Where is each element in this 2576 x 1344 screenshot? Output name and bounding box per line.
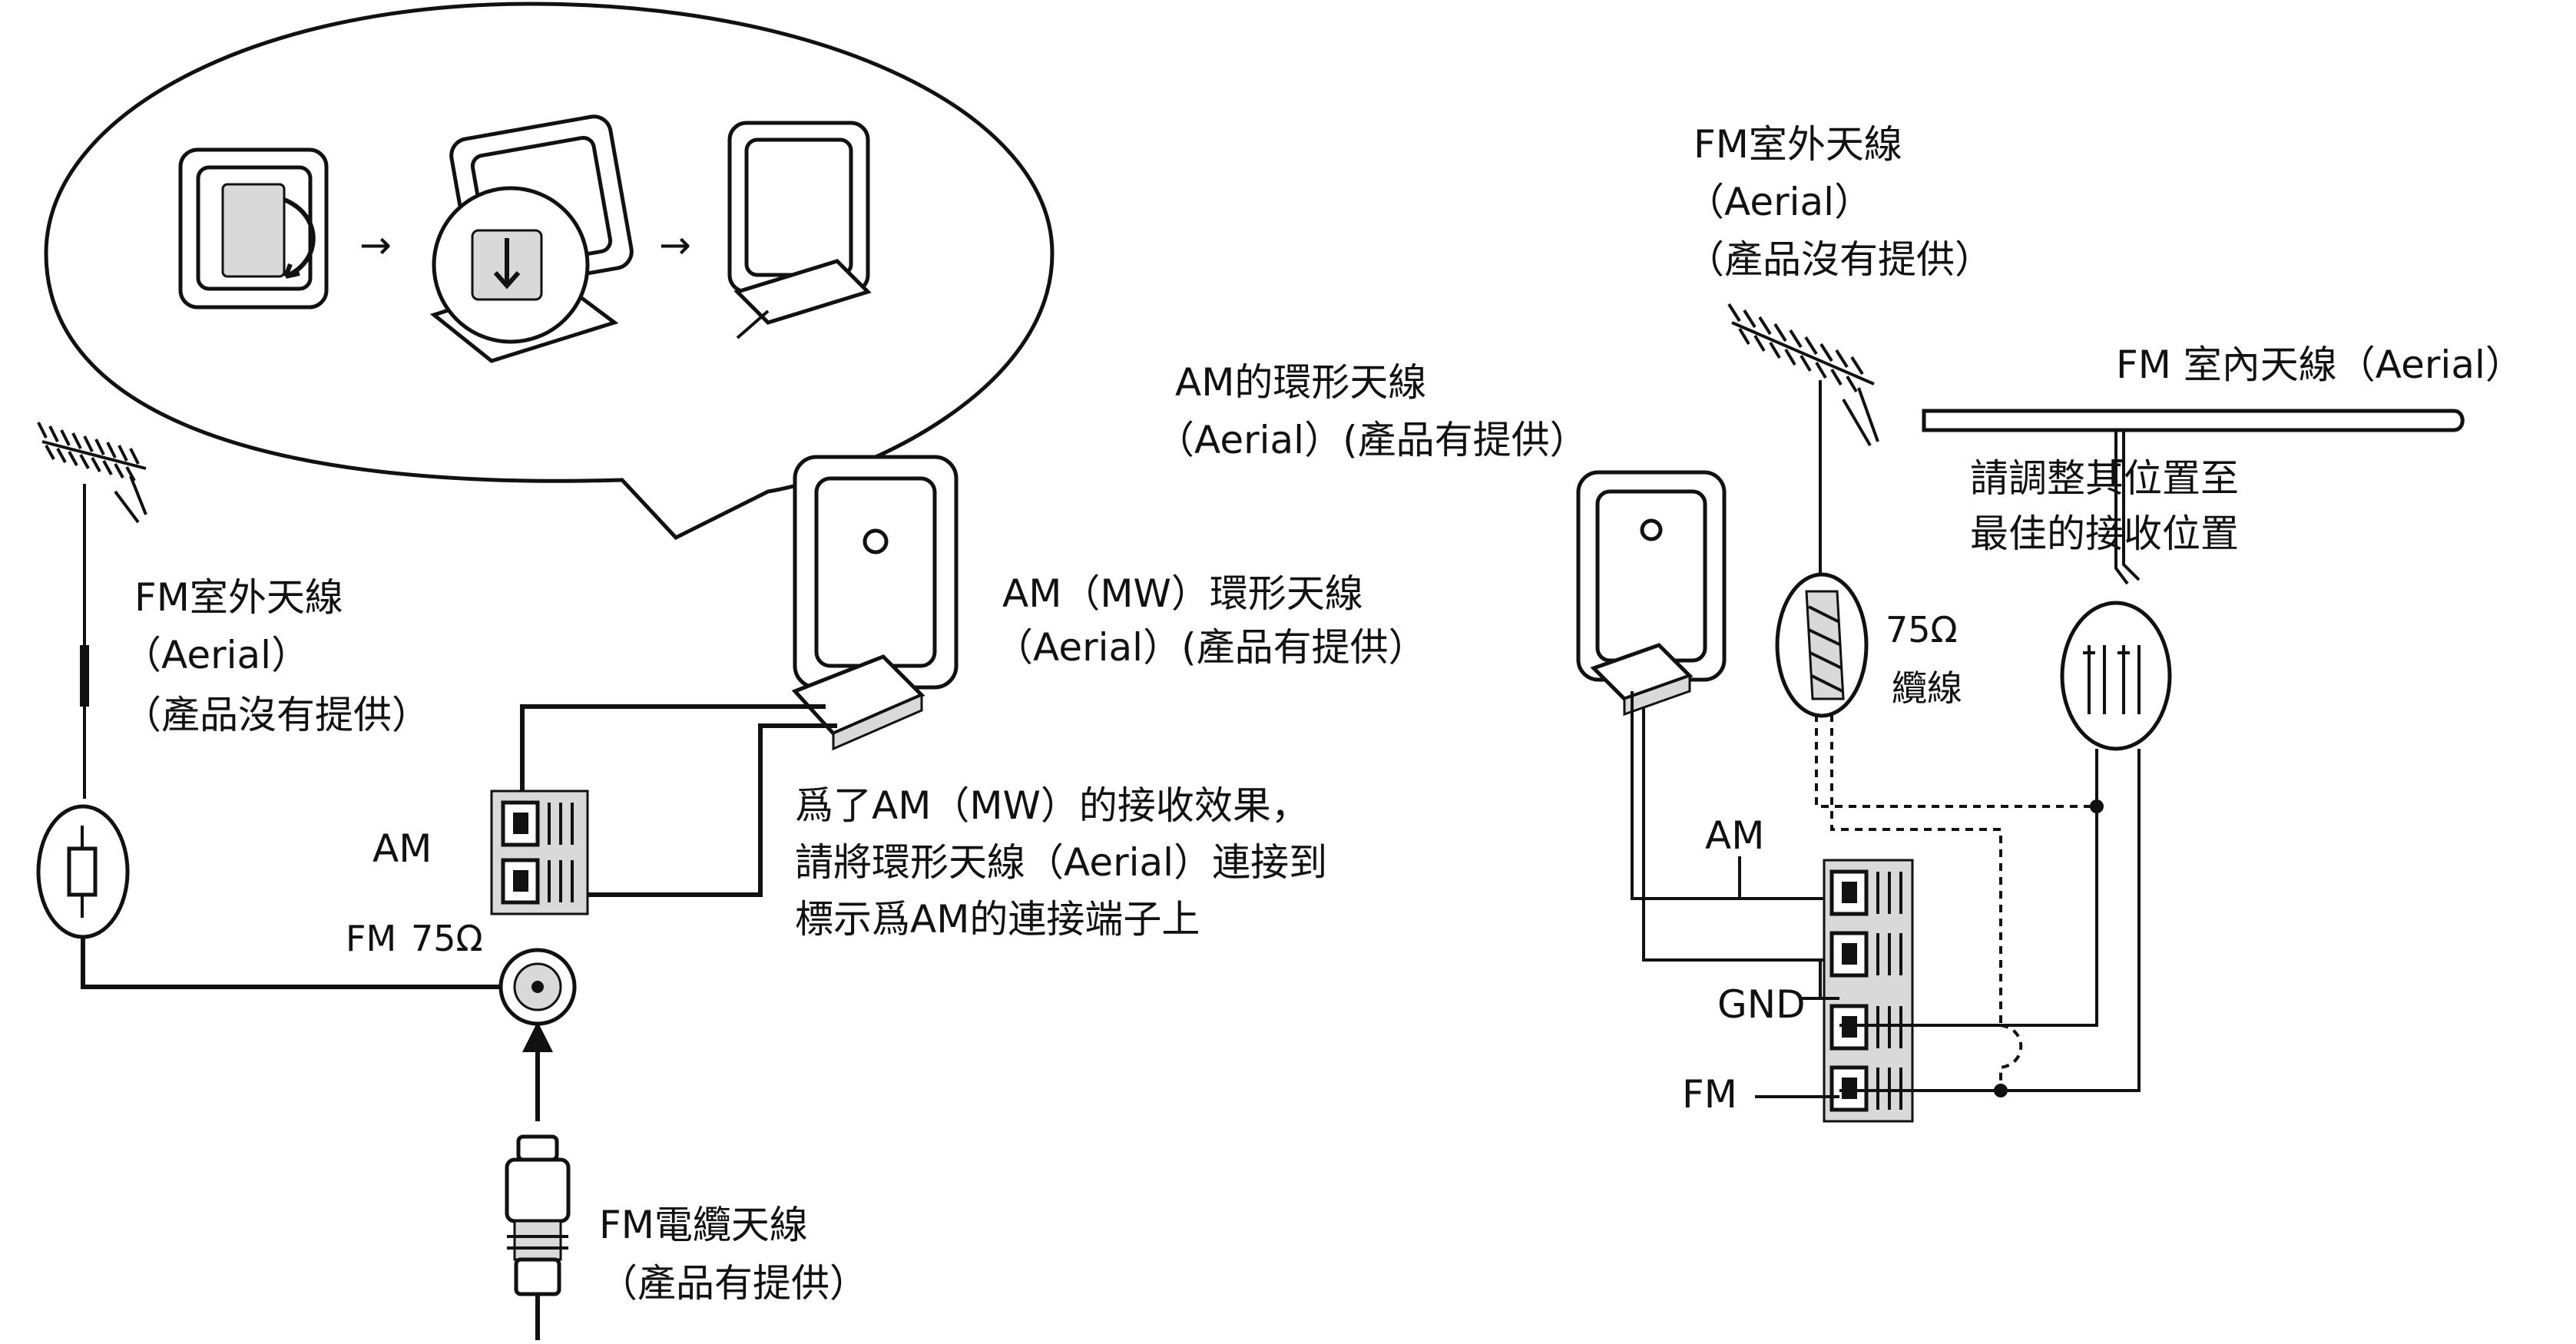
- right-am-loop-note: （Aerial）(產品有提供）: [1156, 418, 1588, 462]
- right-am-wire-a: [1631, 691, 1839, 900]
- left-fm-coax-socket: [498, 948, 577, 1026]
- left-am-wire-a: [520, 704, 826, 829]
- left-am-mw-note: （Aerial）(產品有提供）: [995, 625, 1427, 670]
- right-fm-outdoor-antenna-label: FM室外天線 （Aerial） （產品沒有提供）: [1686, 122, 1993, 282]
- right-terminal-label-gnd: GND: [1717, 982, 1806, 1027]
- assembly-step-folded-antenna: [178, 147, 329, 310]
- left-am-terminal-block: [490, 790, 589, 915]
- assembly-arrow-1: →: [359, 223, 392, 267]
- right-fm-75ohm-cable: [1775, 572, 1869, 718]
- right-terminal-label-am: AM: [1705, 813, 1764, 858]
- assembly-arrow-2: →: [659, 223, 691, 267]
- right-cable-impedance: 75Ω: [1886, 609, 1958, 650]
- left-fm-cable-note: （產品有提供）: [599, 1261, 868, 1306]
- right-am-loop-antenna-label: AM的環形天線 （Aerial）(產品有提供）: [1156, 360, 1588, 462]
- left-fm-outdoor-note: （產品沒有提供）: [123, 693, 430, 737]
- right-am-wire-b: [1642, 707, 1839, 962]
- left-fm-cable-title: FM電纜天線: [599, 1203, 808, 1247]
- right-adjust-note: 請調整其位置至 最佳的接收位置: [1970, 456, 2239, 556]
- left-fm-plug-arrow: [522, 1021, 553, 1121]
- right-am-loop-title: AM的環形天線: [1175, 360, 1426, 405]
- left-am-loop-antenna: [791, 455, 959, 751]
- right-adjust-line-2: 最佳的接收位置: [1970, 511, 2239, 556]
- left-fm-outdoor-aerial: （Aerial）: [123, 633, 310, 677]
- left-instruction-line-3: 標示爲AM的連接端子上: [795, 897, 1200, 942]
- left-fm-terminal-label: FM: [346, 918, 396, 959]
- right-cable-label: 纜線: [1892, 667, 1962, 709]
- right-cable-dashed-wire-2: [1830, 714, 2002, 1025]
- left-fm-impedance: 75Ω: [411, 918, 483, 959]
- right-fm-outdoor-note: （產品沒有提供）: [1686, 237, 1993, 282]
- left-fm-outdoor-title: FM室外天線: [134, 575, 343, 620]
- left-fm-cable-plug: [505, 1134, 571, 1340]
- left-fm-balun: [36, 804, 130, 939]
- left-am-wire-b: [553, 723, 837, 897]
- left-am-loop-antenna-label: AM（MW）環形天線 （Aerial）(產品有提供）: [995, 571, 1427, 670]
- left-instruction-line-2: 請將環形天線（Aerial）連接到: [795, 840, 1327, 885]
- right-fm-outdoor-antenna: [1727, 303, 1879, 584]
- right-fm-indoor-title: FM 室內天線（Aerial）: [2116, 343, 2524, 387]
- right-adjust-line-1: 請調整其位置至: [1970, 456, 2239, 501]
- right-terminal-label-fm: FM: [1682, 1072, 1737, 1117]
- right-gnd-leader: [1801, 960, 1839, 1000]
- assembly-step-unfold-stand: [429, 114, 634, 363]
- right-terminal-block: [1823, 859, 1914, 1123]
- right-am-loop-antenna: [1576, 470, 1727, 717]
- right-junction-2: [1994, 1084, 2008, 1097]
- left-fm-outdoor-antenna: [37, 422, 147, 799]
- right-cable-dashed-wire-1: [1815, 714, 2097, 808]
- left-fm-outdoor-wire: [81, 937, 507, 989]
- left-fm-cable-antenna-label: FM電纜天線 （產品有提供）: [599, 1203, 868, 1306]
- left-fm-outdoor-antenna-label: FM室外天線 （Aerial） （產品沒有提供）: [123, 575, 430, 737]
- right-fm-outdoor-title: FM室外天線: [1694, 122, 1902, 167]
- right-twin-lead-magnifier: [2060, 601, 2172, 751]
- right-fm-indoor-wire-a: [1839, 749, 2098, 1027]
- left-am-mw-title: AM（MW）環形天線: [1002, 571, 1363, 616]
- right-fm-indoor-antenna: [1922, 409, 2465, 585]
- left-am-instruction: 爲了AM（MW）的接收效果， 請將環形天線（Aerial）連接到 標示爲AM的連…: [795, 783, 1327, 942]
- assembly-step-assembled-antenna: [727, 121, 872, 339]
- right-junction-1: [2090, 799, 2104, 813]
- right-dashed-hop: [1999, 1024, 2023, 1091]
- right-fm-indoor-wire-b: [1839, 749, 2141, 1092]
- left-am-terminal-label: AM: [372, 826, 432, 871]
- left-instruction-line-1: 爲了AM（MW）的接收效果，: [795, 783, 1310, 828]
- right-fm-outdoor-aerial: （Aerial）: [1686, 180, 1872, 224]
